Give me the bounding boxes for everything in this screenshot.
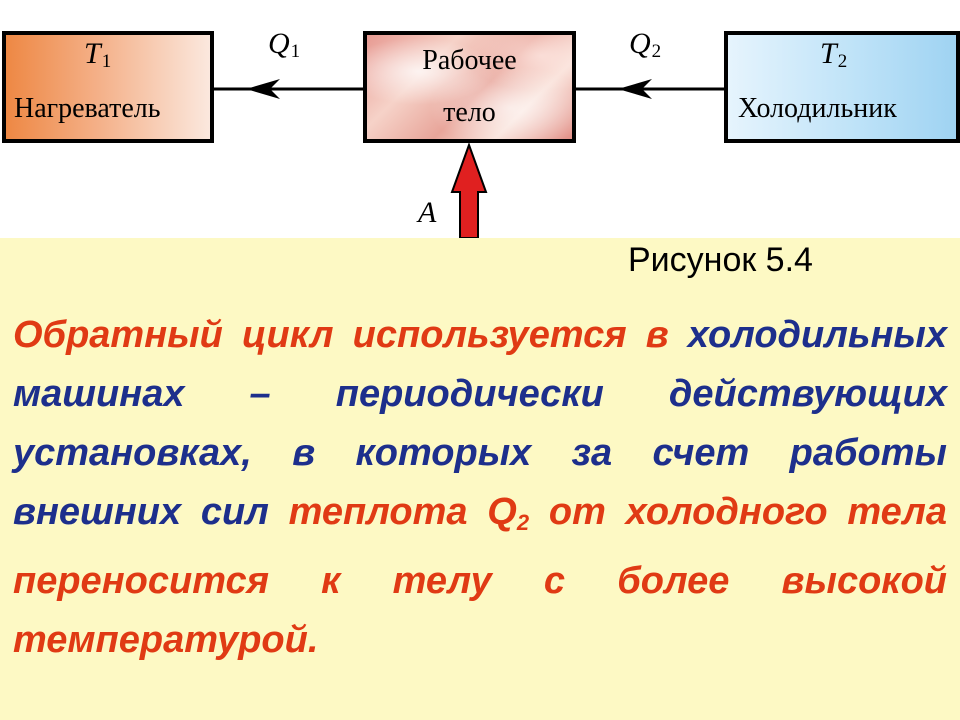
paragraph-part2: холодильных машинах – периодически дейст… bbox=[13, 314, 947, 533]
diagram-area: T1 Нагреватель Рабочее тело T2 Холодильн… bbox=[0, 0, 960, 238]
work-label: A bbox=[418, 196, 437, 229]
q1-arrow-head bbox=[246, 79, 280, 99]
figure-caption: Рисунок 5.4 bbox=[628, 241, 813, 279]
heater-box: T1 Нагреватель bbox=[2, 31, 214, 143]
q2-label: Q2 bbox=[629, 27, 662, 62]
paragraph-part3-subscript: 2 bbox=[516, 510, 530, 535]
arrows-layer bbox=[214, 79, 724, 238]
heater-temperature: T1 bbox=[84, 37, 112, 72]
heater-label: Нагреватель bbox=[14, 93, 161, 124]
q2-arrow-head bbox=[618, 79, 652, 99]
paragraph-part3: теплота Q bbox=[288, 491, 517, 533]
cooler-temperature: T2 bbox=[820, 37, 848, 72]
working-body-label-line2: тело bbox=[443, 97, 496, 128]
work-arrow bbox=[450, 142, 488, 238]
q1-label: Q1 bbox=[268, 27, 301, 62]
working-body-label-line1: Рабочее bbox=[422, 45, 517, 76]
paragraph-part4: от холодного тела переносится к телу с б… bbox=[13, 491, 947, 661]
paragraph-part1: Обратный цикл используется в bbox=[13, 314, 688, 356]
cooler-box: T2 Холодильник bbox=[724, 31, 960, 143]
main-paragraph: Обратный цикл используется в холодильных… bbox=[13, 306, 947, 670]
working-body-box: Рабочее тело bbox=[363, 31, 576, 143]
cooler-label: Холодильник bbox=[738, 93, 897, 124]
